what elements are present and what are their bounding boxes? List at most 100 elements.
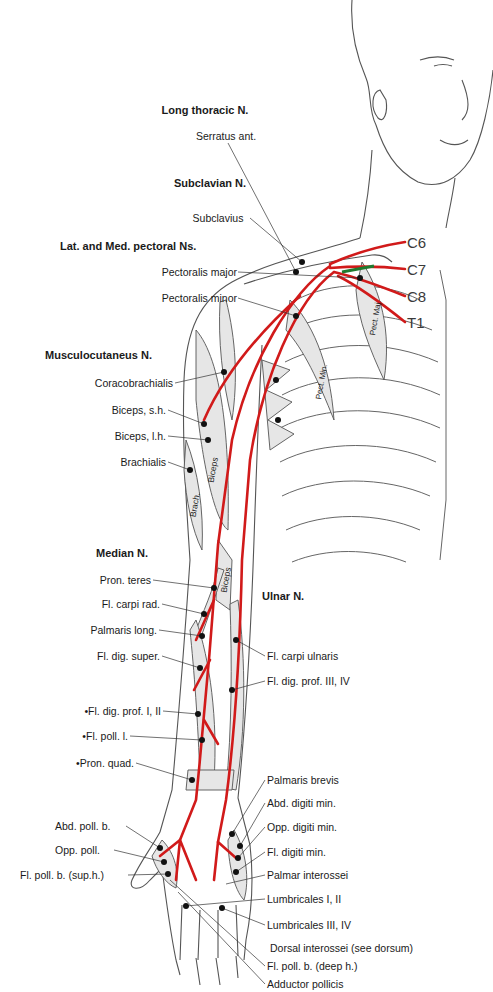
rib <box>292 552 406 563</box>
sternum <box>440 270 446 560</box>
spinal-root-label: T1 <box>407 315 425 330</box>
leader-line <box>128 874 168 875</box>
leader-line <box>170 880 265 966</box>
leader-line <box>163 711 198 714</box>
muscle-label: Abd. poll. b. <box>55 821 110 832</box>
root-c8 <box>334 272 405 296</box>
muscle-label: Adductor pollicis <box>267 979 343 990</box>
hypothenar-eminence <box>228 830 247 900</box>
leader-line <box>136 763 192 780</box>
leader-line <box>238 827 265 858</box>
dot <box>157 845 163 851</box>
dot <box>229 687 235 693</box>
muscle-label: Palmar interossei <box>267 870 348 881</box>
nerve-label: Lat. and Med. pectoral Ns. <box>60 241 196 252</box>
muscle-label: •Pron. quad. <box>76 758 134 769</box>
dot <box>293 269 299 275</box>
dot <box>233 637 239 643</box>
dot <box>237 843 243 849</box>
muscle-label: Fl. digiti min. <box>267 847 326 858</box>
pectoralis-major <box>356 262 387 380</box>
nerve-label: Subclavian N. <box>174 178 246 189</box>
ulnar-nerve <box>218 272 334 842</box>
leader-line <box>162 656 200 668</box>
dot <box>275 417 281 423</box>
muscle-label: Pron. teres <box>100 575 151 586</box>
leader-line <box>126 826 160 848</box>
dot <box>235 855 241 861</box>
dot <box>189 777 195 783</box>
dot <box>221 369 227 375</box>
muscle-label: Subclavius <box>193 213 244 224</box>
leader-line <box>130 736 202 740</box>
muscle-label: Coracobrachialis <box>95 378 173 389</box>
head-outline <box>352 0 493 185</box>
leader-line <box>159 630 202 636</box>
leader-line <box>228 143 296 272</box>
dot <box>205 437 211 443</box>
nerve-label: Ulnar N. <box>262 591 304 602</box>
leader-line <box>238 272 360 278</box>
leader-line <box>168 410 204 424</box>
muscles <box>152 262 387 900</box>
muscle-label: •Fl. poll. l. <box>82 731 128 742</box>
muscle-label: Pectoralis minor <box>162 293 237 304</box>
muscle-label: Brachialis <box>120 457 166 468</box>
ear-outline <box>373 90 387 120</box>
hand-branches <box>160 840 236 880</box>
leader-line <box>153 580 214 588</box>
muscle-label: Fl. carpi ulnaris <box>267 651 338 662</box>
nerves <box>160 242 405 880</box>
muscle-label: Fl. carpi rad. <box>102 599 160 610</box>
muscle-label: Biceps, l.h. <box>115 431 166 442</box>
leader-line <box>168 462 190 470</box>
dot <box>187 467 193 473</box>
dot <box>201 421 207 427</box>
rib <box>280 446 436 463</box>
musculocutaneous-nerve <box>204 296 300 420</box>
leader-line <box>178 892 265 984</box>
muscle-label: Biceps, s.h. <box>112 405 166 416</box>
muscle-label: Abd. digiti min. <box>267 798 336 809</box>
spinal-root-label: C7 <box>407 262 426 277</box>
muscle-label: Dorsal interossei (see dorsum) <box>270 943 413 954</box>
dot <box>211 585 217 591</box>
rib <box>280 411 440 428</box>
muscle-inscription: Biceps <box>220 567 233 594</box>
thenar-eminence <box>152 840 177 888</box>
leader-line <box>250 218 302 262</box>
dot <box>199 737 205 743</box>
dot <box>195 711 201 717</box>
leader-line <box>238 298 296 316</box>
body-outline <box>131 0 493 985</box>
leader-line <box>232 780 265 834</box>
dot <box>233 869 239 875</box>
nerve-label: Musculocutaneus N. <box>45 350 152 361</box>
green-root-segment <box>342 266 374 272</box>
nerve-label: Median N. <box>96 548 148 559</box>
muscle-label: Opp. digiti min. <box>267 822 337 833</box>
rib <box>286 517 420 531</box>
muscle-label: Serratus ant. <box>196 131 256 142</box>
dot <box>183 903 189 909</box>
neck-outline <box>360 150 455 238</box>
leader-line <box>236 640 265 656</box>
serratus-anterior <box>262 360 294 450</box>
muscle-label: Fl. poll. b. (deep h.) <box>267 961 357 972</box>
spinal-root-label: C8 <box>407 289 426 304</box>
rib <box>282 378 440 395</box>
face-feature <box>420 57 468 145</box>
muscle-label: Fl. dig. prof. III, IV <box>267 676 350 687</box>
dot <box>219 905 225 911</box>
muscle-label: Opp. poll. <box>55 845 100 856</box>
leader-line <box>175 372 224 383</box>
dot <box>161 859 167 865</box>
pectoralis-minor <box>286 300 334 420</box>
dot <box>293 313 299 319</box>
dot <box>229 831 235 837</box>
muscle-label: Lumbricales III, IV <box>267 920 351 931</box>
median-branch <box>194 600 218 744</box>
